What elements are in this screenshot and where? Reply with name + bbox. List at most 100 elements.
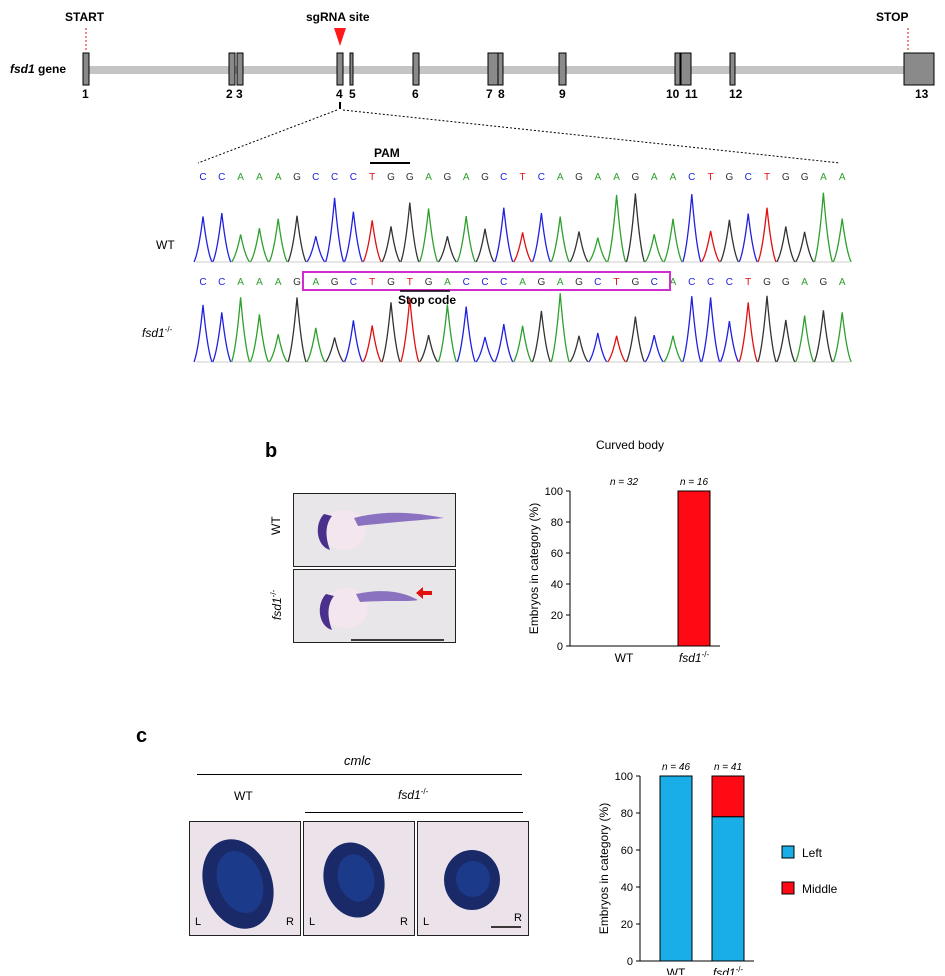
base-letter: T (708, 172, 714, 183)
base-letter: T (520, 172, 526, 183)
exon-number-10: 10 (666, 87, 680, 101)
exon-6 (412, 52, 420, 86)
y-tick-label: 60 (551, 548, 563, 560)
y-tick-label: 100 (545, 486, 563, 498)
trace-peak (494, 324, 514, 363)
base-letter: A (670, 172, 677, 183)
base-letter: G (632, 277, 640, 288)
trace-peak (475, 228, 495, 263)
trace-peak (795, 231, 815, 263)
sgrna-label: sgRNA site (306, 10, 370, 24)
trace-peak (701, 230, 721, 263)
base-letter: A (256, 277, 263, 288)
legend-swatch-Left (781, 845, 795, 859)
trace-peak (324, 197, 345, 263)
base-letter: G (726, 172, 734, 183)
base-letter: C (218, 277, 225, 288)
bar-fsd1-/--Middle (711, 775, 745, 818)
bar-fsd1-/--Left (711, 816, 745, 962)
base-letter: G (575, 172, 583, 183)
base-letter: A (651, 172, 658, 183)
trace-peak (268, 334, 288, 363)
trace-peak (663, 335, 683, 363)
wt-heart-photo: L R (189, 821, 301, 936)
y-tick-label: 100 (615, 771, 633, 783)
base-letter: G (425, 277, 433, 288)
zoom-line-left (197, 109, 338, 164)
trace-peak (287, 297, 307, 363)
base-letter: G (801, 172, 809, 183)
stop-code-label: Stop code (398, 293, 457, 307)
trace-peak (419, 335, 439, 363)
trace-peak (663, 218, 683, 263)
trace-peak (231, 234, 251, 263)
base-letter: A (820, 172, 827, 183)
base-letter: T (369, 172, 375, 183)
base-letter: G (782, 172, 790, 183)
trace-peak (400, 202, 420, 263)
mutant-heart-label: fsd1-/- (398, 787, 429, 802)
exon-12 (729, 52, 736, 86)
trace-peak (607, 335, 627, 363)
trace-peak (381, 226, 401, 263)
trace-peak (588, 332, 608, 363)
base-letter: T (369, 277, 375, 288)
y-tick-label: 0 (627, 956, 633, 968)
trace-peak (287, 215, 307, 263)
chart-title: Curved body (596, 438, 664, 452)
base-letter: A (237, 277, 244, 288)
exon-number-4: 4 (336, 87, 343, 101)
trace-peak (644, 335, 664, 363)
n-annotation: n = 32 (610, 477, 639, 488)
gene-backbone (86, 66, 922, 74)
base-letter: G (387, 277, 395, 288)
x-tick-label: fsd1-/- (679, 650, 710, 665)
right-label: R (286, 916, 294, 928)
exon-13 (903, 52, 935, 86)
base-letter: A (670, 277, 677, 288)
legend-swatch-Middle (781, 881, 795, 895)
exon-3 (236, 52, 244, 86)
exon-number-7: 7 (486, 87, 493, 101)
trace-peak (531, 310, 552, 363)
mutant-chromatogram (193, 293, 852, 363)
trace-peak (588, 237, 608, 263)
base-letter: C (481, 277, 488, 288)
wt-chromatogram (193, 192, 852, 263)
wt-heart-label: WT (234, 789, 253, 803)
trace-peak (682, 296, 702, 363)
x-tick-label: fsd1-/- (713, 965, 744, 975)
start-label: START (65, 10, 105, 24)
exon-number-11: 11 (685, 87, 698, 101)
trace-peak (813, 310, 834, 363)
base-letter: G (820, 277, 828, 288)
trace-peak (193, 216, 213, 263)
gene-label: fsd1 gene (10, 62, 67, 76)
base-letter: A (275, 172, 282, 183)
y-tick-label: 40 (621, 882, 633, 894)
base-letter: A (425, 172, 432, 183)
y-tick-label: 60 (621, 845, 633, 857)
trace-peak (738, 213, 758, 263)
legend-label-Middle: Middle (802, 882, 838, 896)
base-letter: C (199, 172, 206, 183)
exon-4 (336, 52, 344, 86)
trace-peak (400, 297, 420, 363)
trace-peak (306, 236, 326, 263)
n-annotation: n = 46 (662, 762, 691, 773)
trace-peak (193, 304, 213, 363)
trace-peak (249, 228, 269, 263)
trace-peak (362, 220, 382, 263)
base-letter: A (312, 277, 319, 288)
trace-peak (832, 312, 852, 363)
exon-number-12: 12 (729, 87, 743, 101)
right-label: R (514, 912, 522, 924)
y-tick-label: 40 (551, 579, 563, 591)
wt-embryo-drawing (317, 510, 444, 550)
base-letter: C (350, 172, 357, 183)
left-label: L (195, 916, 202, 928)
mutant-heart-photo-2: L R (417, 821, 529, 936)
base-letter: G (538, 277, 546, 288)
